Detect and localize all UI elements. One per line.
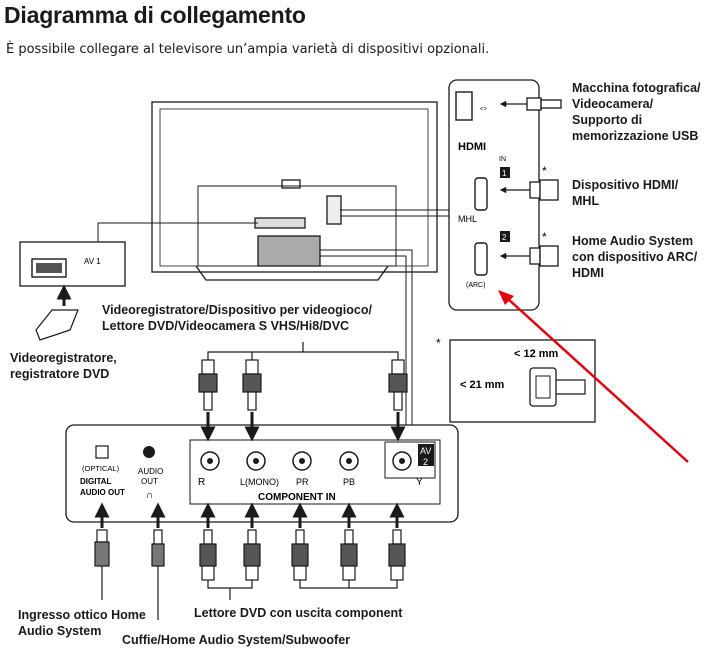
- tv-cables: [97, 209, 449, 425]
- svg-text:< 21 mm: < 21 mm: [460, 379, 505, 391]
- video-sources-label: Videoregistratore/Dispositivo per videog…: [102, 302, 372, 334]
- bottom-plugs: [94, 529, 406, 581]
- svg-text:*: *: [542, 164, 547, 178]
- audio-out-device-label: Cuffie/Home Audio System/Subwoofer: [122, 633, 351, 647]
- hdmi-device-label-line: Dispositivo HDMI/: [572, 178, 679, 192]
- arc-device-label: Home Audio System con dispositivo ARC/ H…: [572, 233, 697, 281]
- svg-text:PR: PR: [296, 477, 309, 487]
- side-connectors: [499, 97, 562, 267]
- usb-device-label-line: Macchina fotografica/: [572, 81, 701, 95]
- svg-text:HDMI: HDMI: [458, 141, 486, 153]
- svg-text:⇔: ⇔: [478, 102, 489, 114]
- svg-text:L(MONO): L(MONO): [240, 477, 279, 487]
- hdmi-device-label: Dispositivo HDMI/ MHL: [572, 177, 678, 209]
- scart-panel: AV 1: [19, 241, 126, 341]
- plug-size-note: * < 12 mm < 21 mm: [436, 336, 596, 423]
- top-rca-plugs: [198, 359, 408, 411]
- usb-device-label-line: Supporto di: [572, 113, 643, 127]
- video-sources-label-line: Videoregistratore/Dispositivo per videog…: [102, 303, 372, 317]
- svg-text:PB: PB: [343, 477, 355, 487]
- svg-text:COMPONENT IN: COMPONENT IN: [258, 492, 336, 503]
- svg-text:(ARC): (ARC): [466, 282, 485, 289]
- optical-device-label-line: Ingresso ottico Home: [18, 608, 146, 622]
- optical-device-label: Ingresso ottico Home Audio System: [18, 607, 146, 639]
- component-device-label: Lettore DVD con uscita component: [194, 606, 403, 620]
- tv-back: [151, 101, 438, 281]
- svg-text:AUDIO OUT: AUDIO OUT: [80, 488, 125, 497]
- svg-text:AUDIO: AUDIO: [138, 467, 163, 476]
- svg-text:*: *: [436, 336, 441, 350]
- svg-text:AV 1: AV 1: [84, 257, 101, 266]
- page-title: Diagramma di collegamento: [4, 2, 306, 28]
- usb-device-label: Macchina fotografica/ Videocamera/ Suppo…: [572, 80, 701, 144]
- page-subtitle: È possibile collegare al televisore un’a…: [6, 42, 490, 57]
- svg-text:2: 2: [423, 457, 428, 467]
- video-sources-label-line: Lettore DVD/Videocamera S VHS/Hi8/DVC: [102, 319, 350, 333]
- svg-text:DIGITAL: DIGITAL: [80, 477, 112, 486]
- svg-text:MHL: MHL: [458, 214, 477, 224]
- usb-device-label-line: Videocamera/: [572, 97, 654, 111]
- side-panel: ⇔ HDMI IN 1 MHL 2 (ARC) * *: [448, 79, 547, 311]
- usb-device-label-line: memorizzazione USB: [572, 129, 699, 143]
- bottom-cables: [94, 502, 405, 620]
- scart-device-label: Videoregistratore, registratore DVD: [10, 350, 117, 382]
- arc-device-label-line: Home Audio System: [572, 234, 694, 248]
- red-annotation-arrow: [498, 290, 689, 463]
- bottom-av-panel: (OPTICAL) DIGITAL AUDIO OUT AUDIO OUT ∩ …: [65, 424, 459, 523]
- svg-text:R: R: [198, 477, 205, 488]
- svg-text:Y: Y: [416, 477, 423, 488]
- svg-text:< 12 mm: < 12 mm: [514, 348, 559, 360]
- svg-text:1: 1: [502, 169, 507, 178]
- scart-device-label-line: registratore DVD: [10, 367, 110, 381]
- svg-text:IN: IN: [499, 156, 506, 163]
- svg-text:(OPTICAL): (OPTICAL): [82, 464, 120, 473]
- top-rca-cables: [200, 342, 406, 442]
- svg-text:OUT: OUT: [141, 477, 158, 486]
- svg-text:2: 2: [502, 233, 507, 242]
- hdmi-device-label-line: MHL: [572, 194, 600, 208]
- optical-device-label-line: Audio System: [18, 624, 102, 638]
- svg-text:AV: AV: [420, 446, 431, 456]
- arc-device-label-line: con dispositivo ARC/: [572, 250, 698, 264]
- svg-text:*: *: [542, 230, 547, 244]
- scart-device-label-line: Videoregistratore,: [10, 351, 117, 365]
- arc-device-label-line: HDMI: [572, 266, 604, 280]
- svg-text:∩: ∩: [146, 490, 153, 501]
